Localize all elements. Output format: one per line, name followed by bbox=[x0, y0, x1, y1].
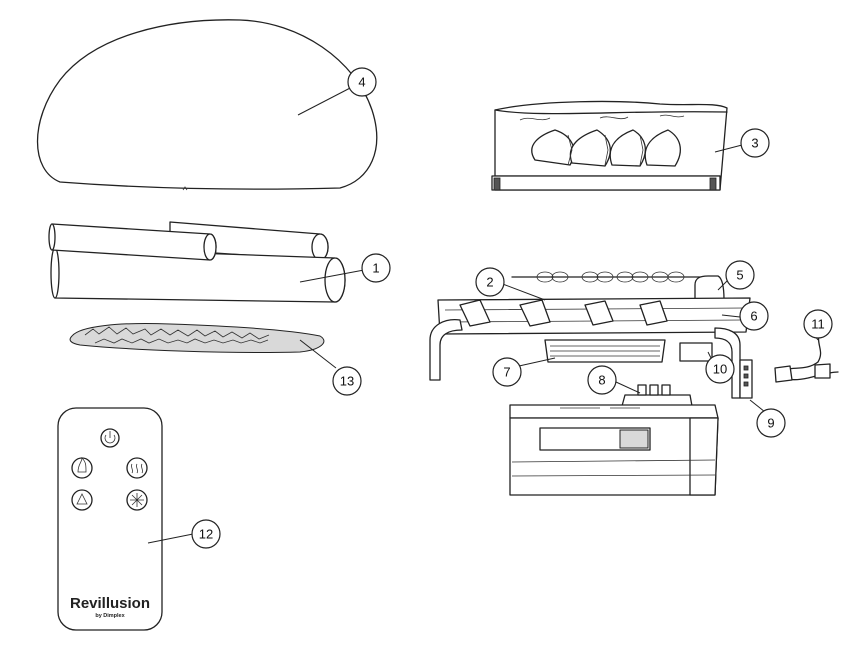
callout-11: 11 bbox=[803, 309, 833, 339]
part-dome-screen bbox=[36, 19, 378, 191]
callout-3: 3 bbox=[740, 128, 770, 158]
callout-12: 12 bbox=[191, 519, 221, 549]
svg-text:3: 3 bbox=[751, 136, 758, 151]
callout-2: 2 bbox=[475, 267, 505, 297]
part-control-board bbox=[621, 384, 693, 407]
part-ember-bed bbox=[69, 323, 325, 354]
callout-13: 13 bbox=[332, 366, 362, 396]
callout-5: 5 bbox=[725, 260, 755, 290]
svg-text:7: 7 bbox=[503, 365, 510, 380]
part-power-cord bbox=[774, 329, 839, 383]
svg-text:8: 8 bbox=[598, 373, 605, 388]
svg-text:1: 1 bbox=[372, 261, 379, 276]
ember-icon bbox=[71, 489, 93, 511]
svg-text:10: 10 bbox=[713, 362, 727, 377]
svg-text:4: 4 bbox=[358, 75, 365, 90]
part-heater-element bbox=[544, 339, 666, 363]
callout-10: 10 bbox=[705, 354, 735, 384]
part-flame-panel bbox=[491, 100, 728, 191]
callout-8: 8 bbox=[587, 365, 617, 395]
part-logs bbox=[48, 221, 346, 303]
svg-text:2: 2 bbox=[486, 275, 493, 290]
svg-text:13: 13 bbox=[340, 374, 354, 389]
callout-1: 1 bbox=[361, 253, 391, 283]
remote-brand-text: Revillusion bbox=[70, 595, 150, 612]
part-housing bbox=[509, 404, 719, 496]
leader-lines bbox=[147, 85, 819, 544]
part-remote-control: Revillusion by Dimplex bbox=[57, 407, 163, 631]
remote-brand-subtext: by Dimplex bbox=[95, 613, 125, 619]
svg-text:11: 11 bbox=[811, 317, 825, 332]
part-grate-assembly bbox=[429, 271, 753, 399]
callout-7: 7 bbox=[492, 357, 522, 387]
svg-text:9: 9 bbox=[767, 416, 774, 431]
callout-9: 9 bbox=[756, 408, 786, 438]
flame-icon bbox=[71, 457, 93, 479]
svg-text:6: 6 bbox=[750, 309, 757, 324]
svg-text:12: 12 bbox=[199, 527, 213, 542]
callout-6: 6 bbox=[739, 301, 769, 331]
svg-text:5: 5 bbox=[736, 268, 743, 283]
callout-4: 4 bbox=[347, 67, 377, 97]
